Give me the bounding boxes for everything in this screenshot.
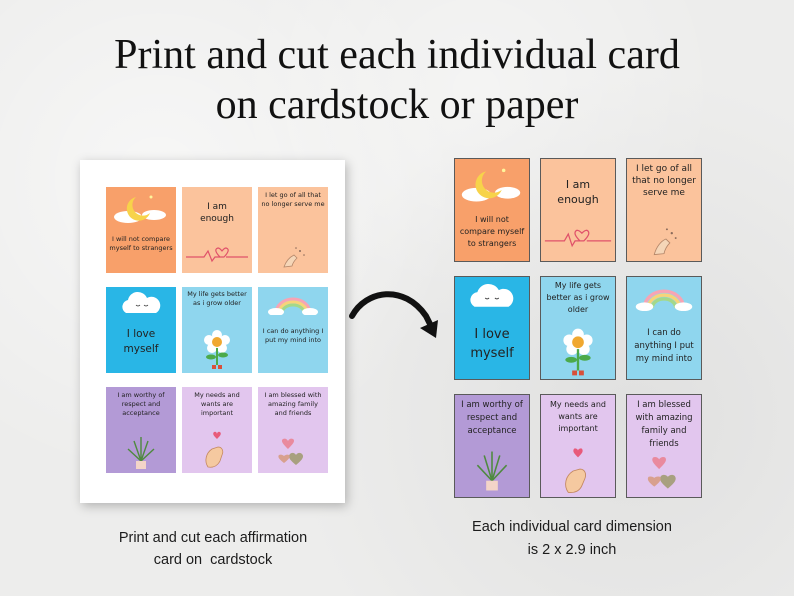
card-text: I will not compare myself to strangers	[459, 215, 525, 248]
curved-arrow-icon	[349, 291, 438, 338]
card-needs: My needs and wants are important	[182, 387, 252, 473]
card-text: I will not compare myself to strangers	[109, 235, 173, 252]
card-worthy: I am worthy of respect and acceptance	[454, 394, 530, 498]
card-worthy: I am worthy of respect and acceptance	[106, 387, 176, 473]
cut-card-grid: I will not compare myself to strangers I…	[454, 158, 702, 498]
heartbeat-icon	[544, 229, 612, 248]
card-compare: I will not compare myself to strangers	[106, 187, 176, 273]
card-text: My needs and wants are important	[550, 400, 606, 433]
card-love: I love myself	[454, 276, 530, 380]
card-text: I am worthy of respect and acceptance	[461, 400, 523, 436]
finger-heart-icon	[205, 431, 224, 468]
card-compare: I will not compare myself to strangers	[454, 158, 530, 262]
plant-icon	[127, 437, 155, 469]
card-text: I love myself	[470, 327, 514, 361]
card-text: I am blessed with amazing family and fri…	[264, 391, 322, 417]
card-let-go: I let go of all that no longer serve me	[626, 158, 702, 262]
card-text: My life gets better as i grow older	[187, 290, 247, 307]
hearts-icon	[647, 457, 676, 489]
flower-icon	[204, 330, 230, 369]
card-anything: I can do anything I put my mind into	[258, 287, 328, 373]
cloud-icon	[122, 291, 161, 313]
card-needs: My needs and wants are important	[540, 394, 616, 498]
card-let-go: I let go of all that no longer serve me	[258, 187, 328, 273]
card-enough: I am enough	[540, 158, 616, 262]
card-text: I am enough	[200, 202, 234, 224]
hand-sparkle-icon	[653, 228, 677, 256]
moon-icon	[461, 168, 521, 202]
moon-icon	[114, 195, 166, 223]
headline-line-2: on cardstock or paper	[215, 82, 579, 128]
card-text: I love myself	[123, 328, 159, 355]
heartbeat-icon	[186, 247, 248, 263]
hearts-icon	[278, 438, 304, 465]
card-enough: I am enough	[182, 187, 252, 273]
card-grow-older: My life gets better as i grow older	[182, 287, 252, 373]
finger-heart-icon	[565, 448, 586, 494]
card-blessed: I am blessed with amazing family and fri…	[626, 394, 702, 498]
rainbow-icon	[268, 297, 318, 315]
headline-line-1: Print and cut each individual card	[114, 32, 680, 78]
card-text: I can do anything I put my mind into	[262, 327, 324, 344]
card-text: I am blessed with amazing family and fri…	[635, 400, 693, 449]
plant-icon	[476, 451, 508, 491]
card-anything: I can do anything I put my mind into	[626, 276, 702, 380]
card-love: I love myself	[106, 287, 176, 373]
caption-right-line-1: Each individual card dimension	[472, 519, 672, 535]
caption-right-line-2: is 2 x 2.9 inch	[527, 542, 617, 558]
hand-sparkle-icon	[283, 247, 305, 268]
printable-sheet: I will not compare myself to strangers I…	[80, 160, 345, 503]
cloud-icon	[470, 283, 514, 307]
card-text: My needs and wants are important	[194, 391, 240, 417]
caption-left-line-2: card on cardstock	[153, 552, 273, 568]
sheet-card-grid: I will not compare myself to strangers I…	[106, 187, 328, 473]
rainbow-icon	[635, 289, 693, 311]
card-blessed: I am blessed with amazing family and fri…	[258, 387, 328, 473]
caption-left-line-1: Print and cut each affirmation	[118, 530, 308, 546]
card-text: I let go of all that no longer serve me	[632, 164, 696, 198]
card-text: I am worthy of respect and acceptance	[117, 391, 165, 417]
card-text: I can do anything I put my mind into	[634, 328, 694, 364]
card-text: I let go of all that no longer serve me	[261, 191, 325, 208]
card-text: I am enough	[557, 178, 599, 206]
card-grow-older: My life gets better as i grow older	[540, 276, 616, 380]
card-text: My life gets better as i grow older	[546, 281, 610, 314]
flower-icon	[563, 328, 593, 376]
